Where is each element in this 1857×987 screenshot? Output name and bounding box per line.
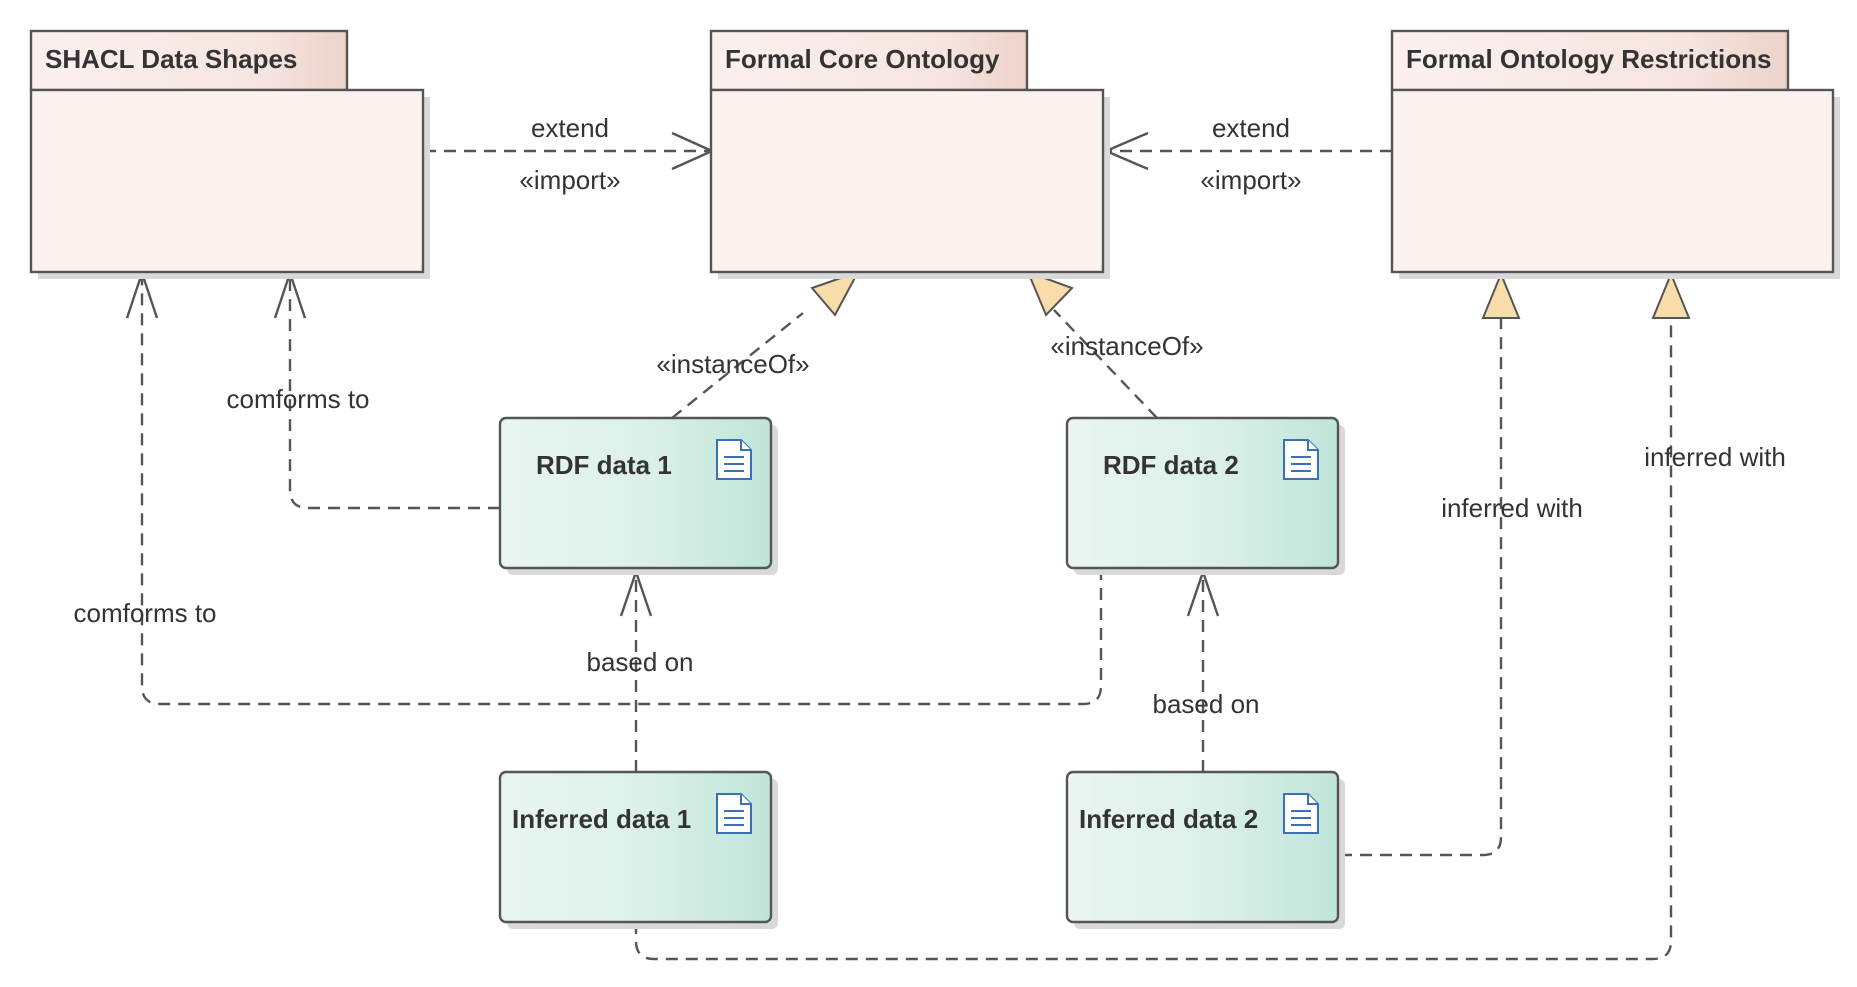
artifact-title: RDF data 1: [536, 450, 672, 480]
connector-inf1-to-restrictions[interactable]: [634, 271, 1691, 961]
connector-label: comforms to: [73, 598, 216, 628]
artifact-rdf-data-2[interactable]: RDF data 2: [1065, 416, 1345, 575]
artifact-title: Inferred data 1: [512, 804, 691, 834]
package-title: Formal Core Ontology: [725, 44, 1000, 74]
connector-rdf2-to-core[interactable]: [1026, 270, 1158, 419]
connector-inf2-to-restrictions[interactable]: [1340, 271, 1521, 857]
connector-label: based on: [1153, 689, 1260, 719]
artifact-rdf-data-1[interactable]: RDF data 1: [498, 416, 778, 575]
connector-label: extend: [531, 113, 609, 143]
package-formal-ontology-restrictions[interactable]: Formal Ontology Restrictions: [1390, 29, 1840, 279]
connector-stereotype: «import»: [519, 165, 620, 195]
connector-stereotype: «import»: [1200, 165, 1301, 195]
connector-label: inferred with: [1441, 493, 1583, 523]
document-icon: [1283, 793, 1319, 834]
artifact-inferred-data-2[interactable]: Inferred data 2: [1065, 770, 1345, 929]
package-title: Formal Ontology Restrictions: [1406, 44, 1772, 74]
connector-label: based on: [587, 647, 694, 677]
connector-label: inferred with: [1644, 442, 1786, 472]
connector-label: comforms to: [226, 384, 369, 414]
document-icon: [716, 439, 752, 480]
connector-label: extend: [1212, 113, 1290, 143]
document-icon: [1283, 439, 1319, 480]
connector-rdf1-to-core[interactable]: [671, 270, 861, 419]
artifact-title: RDF data 2: [1103, 450, 1239, 480]
artifact-inferred-data-1[interactable]: Inferred data 1: [498, 770, 778, 929]
package-formal-core-ontology[interactable]: Formal Core Ontology: [709, 29, 1110, 279]
connector-stereotype: «instanceOf»: [656, 349, 809, 379]
package-shacl-data-shapes[interactable]: SHACL Data Shapes: [29, 29, 430, 279]
document-icon: [716, 793, 752, 834]
artifact-title: Inferred data 2: [1079, 804, 1258, 834]
connector-stereotype: «instanceOf»: [1050, 331, 1203, 361]
connector-inf2-to-rdf2[interactable]: [1186, 568, 1220, 772]
package-title: SHACL Data Shapes: [45, 44, 297, 74]
